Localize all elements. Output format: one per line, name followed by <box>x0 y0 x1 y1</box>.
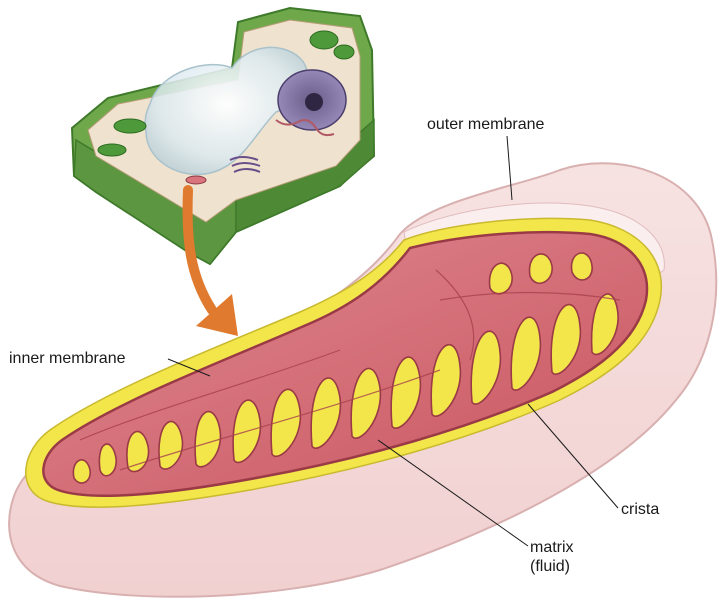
matrix-label-text: matrix <box>530 538 574 557</box>
mitochondrion <box>9 163 716 597</box>
matrix-label-note: (fluid) <box>530 557 574 576</box>
chloroplast-icon <box>310 31 338 49</box>
crista-fold <box>99 444 116 476</box>
outer-membrane-label: outer membrane <box>427 115 544 134</box>
crista-fold <box>572 253 593 280</box>
matrix-label: matrix (fluid) <box>530 538 574 576</box>
nucleolus <box>305 93 323 111</box>
crista-label: crista <box>621 500 659 519</box>
plant-cell-illustration <box>72 8 374 264</box>
chloroplast-icon <box>334 45 354 59</box>
chloroplast-icon <box>98 144 126 156</box>
crista-fold <box>530 254 553 283</box>
crista-fold <box>490 263 513 294</box>
inner-membrane-label: inner membrane <box>9 349 126 368</box>
crista-fold <box>73 460 90 483</box>
small-mitochondrion-icon <box>186 176 206 184</box>
chloroplast-icon <box>114 119 146 133</box>
